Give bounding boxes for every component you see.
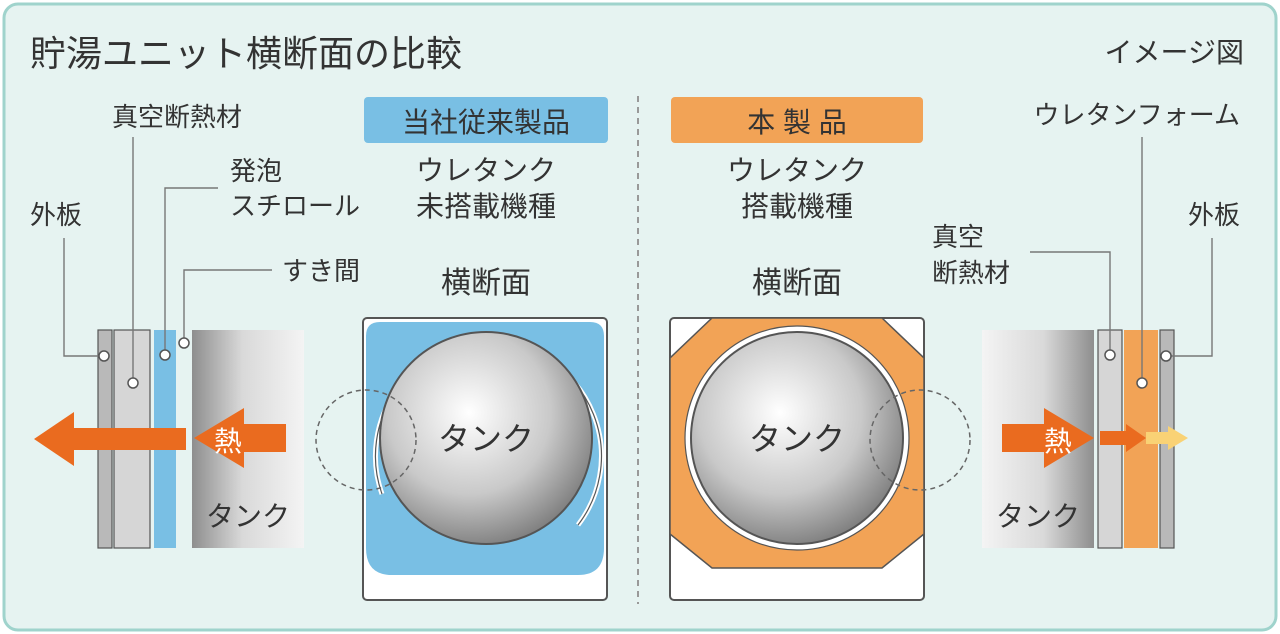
- left-badge-bg: [364, 97, 608, 143]
- right-badge: 本 製 品: [747, 107, 847, 138]
- callout-dot-outer-plate-right: [1160, 350, 1172, 362]
- callout-line-gap: [183, 269, 272, 343]
- left-badge: 当社従来製品: [402, 107, 570, 138]
- callout-styrofoam-line2: スチロール: [230, 191, 360, 221]
- callout-line-styrofoam: [164, 187, 218, 355]
- callout-dot-gap: [178, 337, 190, 349]
- image-note: イメージ図: [1105, 37, 1244, 68]
- left-section-label: 横断面: [441, 267, 531, 300]
- callout-urethane-foam: ウレタンフォーム: [1034, 100, 1240, 130]
- right-badge-bg: [671, 97, 923, 143]
- left-heat-arrow-large: [34, 412, 186, 466]
- callout-dot-vacuum: [127, 377, 139, 389]
- page-title: 貯湯ユニット横断面の比較: [30, 33, 462, 74]
- right-tank-label: タンク: [749, 421, 845, 457]
- left-heat-arrow-small: [194, 408, 286, 468]
- left-desc-line2: 未搭載機種: [416, 191, 556, 222]
- callout-line-vacuum-right: [1030, 251, 1111, 355]
- callout-dot-styrofoam: [159, 349, 171, 361]
- left-desc-line1: ウレタンク: [416, 155, 556, 186]
- callout-vacuum-right-line1: 真空: [932, 222, 984, 252]
- callout-dot-urethane: [1136, 377, 1148, 389]
- right-desc-line2: 搭載機種: [741, 191, 853, 222]
- right-desc-line1: ウレタンク: [727, 155, 867, 186]
- right-heat-arrow-minimal: [1146, 426, 1188, 450]
- callout-dot-vacuum-right: [1104, 349, 1116, 361]
- callout-vacuum-right-line2: 断熱材: [932, 258, 1010, 288]
- right-heat-arrow-reduced: [1100, 424, 1146, 452]
- right-zoom-circle: [869, 389, 971, 491]
- left-tank-sphere: [379, 331, 593, 545]
- left-tank-wall-label: タンク: [206, 501, 290, 532]
- right-tank-sphere: [690, 331, 904, 545]
- callout-line-outer-plate-left: [63, 238, 104, 357]
- right-heat-label: 熱: [1044, 426, 1072, 457]
- callout-gap: すき間: [282, 256, 360, 286]
- callout-vacuum-insulation: 真空断熱材: [112, 102, 242, 132]
- callout-dot-outer-plate-left: [98, 350, 110, 362]
- right-heat-arrow: [1002, 408, 1094, 468]
- callout-outer-plate-left: 外板: [30, 200, 82, 230]
- right-tank-wall-label: タンク: [996, 501, 1080, 532]
- callout-outer-plate-right: 外板: [1188, 200, 1240, 230]
- left-zoom-circle: [315, 389, 417, 491]
- right-section-label: 横断面: [752, 267, 842, 300]
- left-tank-label: タンク: [438, 421, 534, 457]
- left-heat-label: 熱: [214, 426, 242, 457]
- callout-styrofoam-line1: 発泡: [230, 156, 282, 186]
- callout-line-outer-plate-right: [1166, 238, 1213, 357]
